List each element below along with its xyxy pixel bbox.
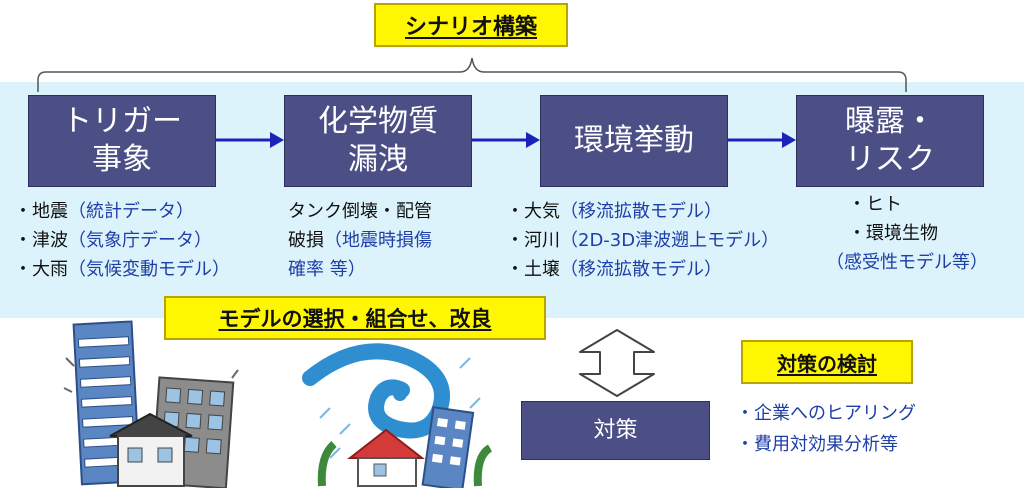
list-item: ・ヒト	[848, 194, 902, 215]
double-arrow-icon	[579, 329, 655, 397]
environment-list: ・大気（移流拡散モデル） ・河川（2D-3D津波遡上モデル） ・土壌（移流拡散モ…	[506, 197, 779, 284]
flow-arrow-2	[472, 132, 540, 148]
trigger-list: ・地震（統計データ） ・津波（気象庁データ） ・大雨（気候変動モデル）	[14, 197, 230, 284]
list-item: 破損（地震時損傷	[288, 230, 432, 251]
list-item: ・企業へのヒアリング	[736, 403, 916, 424]
list-item: ・大気（移流拡散モデル）	[506, 201, 722, 222]
list-item: ・大雨（気候変動モデル）	[14, 259, 230, 280]
list-item: ・津波（気象庁データ）	[14, 230, 212, 251]
earthquake-buildings-illustration	[63, 320, 239, 488]
list-item: ・河川（2D-3D津波遡上モデル）	[506, 230, 780, 251]
exposure-list: ・ヒト ・環境生物 （感受性モデル等）	[826, 190, 988, 277]
leak-list: タンク倒壊・配管 破損（地震時損傷 確率 等）	[288, 197, 432, 284]
trigger-event-box: トリガー 事象	[28, 95, 216, 187]
model-selection-title: モデルの選択・組合せ、改良	[164, 296, 546, 340]
typhoon-storm-illustration	[302, 343, 493, 488]
exposure-risk-box: 曝露・ リスク	[796, 95, 984, 187]
measures-title: 対策の検討	[741, 340, 913, 384]
environmental-behavior-box: 環境挙動	[540, 95, 728, 187]
scenario-bracket	[37, 57, 907, 92]
list-item: （感受性モデル等）	[826, 252, 988, 273]
scenario-title: シナリオ構築	[374, 3, 568, 47]
list-item: タンク倒壊・配管	[288, 201, 432, 222]
list-item: ・環境生物	[848, 223, 938, 244]
flow-arrow-3	[728, 132, 796, 148]
list-item: ・地震（統計データ）	[14, 201, 194, 222]
list-item: ・土壌（移流拡散モデル）	[506, 259, 722, 280]
list-item: ・費用対効果分析等	[736, 434, 898, 455]
chemical-leak-box: 化学物質 漏洩	[284, 95, 472, 187]
countermeasure-list: ・企業へのヒアリング ・費用対効果分析等	[736, 398, 916, 460]
countermeasure-box: 対策	[521, 401, 710, 460]
list-item: 確率 等）	[288, 259, 366, 280]
flow-arrow-1	[216, 132, 284, 148]
